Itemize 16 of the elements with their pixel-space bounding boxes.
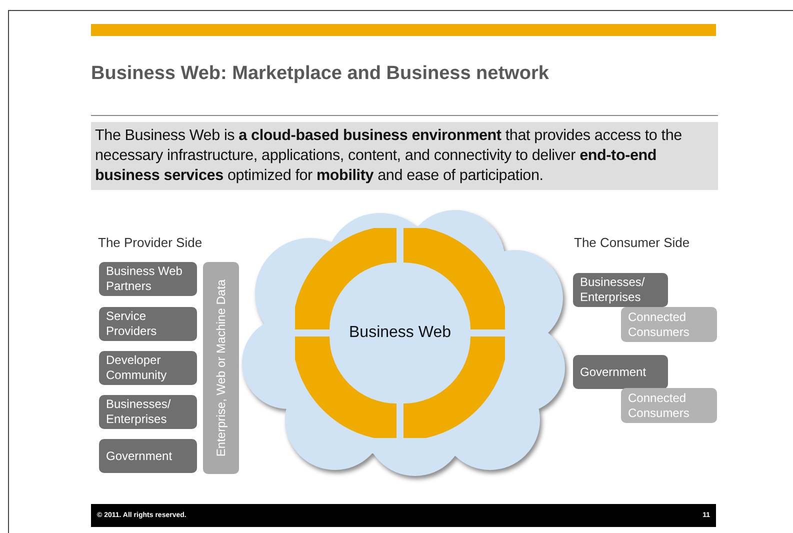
data-bar — [203, 262, 239, 474]
category-tile: Developer Community — [99, 351, 197, 385]
category-tile: Service Providers — [99, 307, 197, 341]
category-tile: Business Web Partners — [99, 262, 197, 296]
category-tile: Connected Consumers — [621, 307, 717, 342]
bar-label: Enterprise, Web or Machine Data — [213, 278, 229, 459]
description-band: The Business Web is a cloud-based business environment that provides access to the necessary infrastructure, applications, content, and connectivity to deliver end-to-end business services optimized for mobility and ease of participation. — [91, 122, 718, 190]
category-tile: Government — [99, 439, 197, 473]
center-label: Business Web — [349, 324, 451, 342]
section-heading: The Provider Side — [98, 235, 202, 250]
category-tile: Businesses/ Enterprises — [573, 273, 668, 307]
category-tile: Connected Consumers — [621, 388, 717, 423]
category-tile: Government — [573, 355, 668, 389]
section-heading: The Consumer Side — [574, 235, 690, 250]
category-tile: Businesses/ Enterprises — [99, 395, 197, 429]
slide-title: Business Web: Marketplace and Business network — [91, 63, 549, 85]
